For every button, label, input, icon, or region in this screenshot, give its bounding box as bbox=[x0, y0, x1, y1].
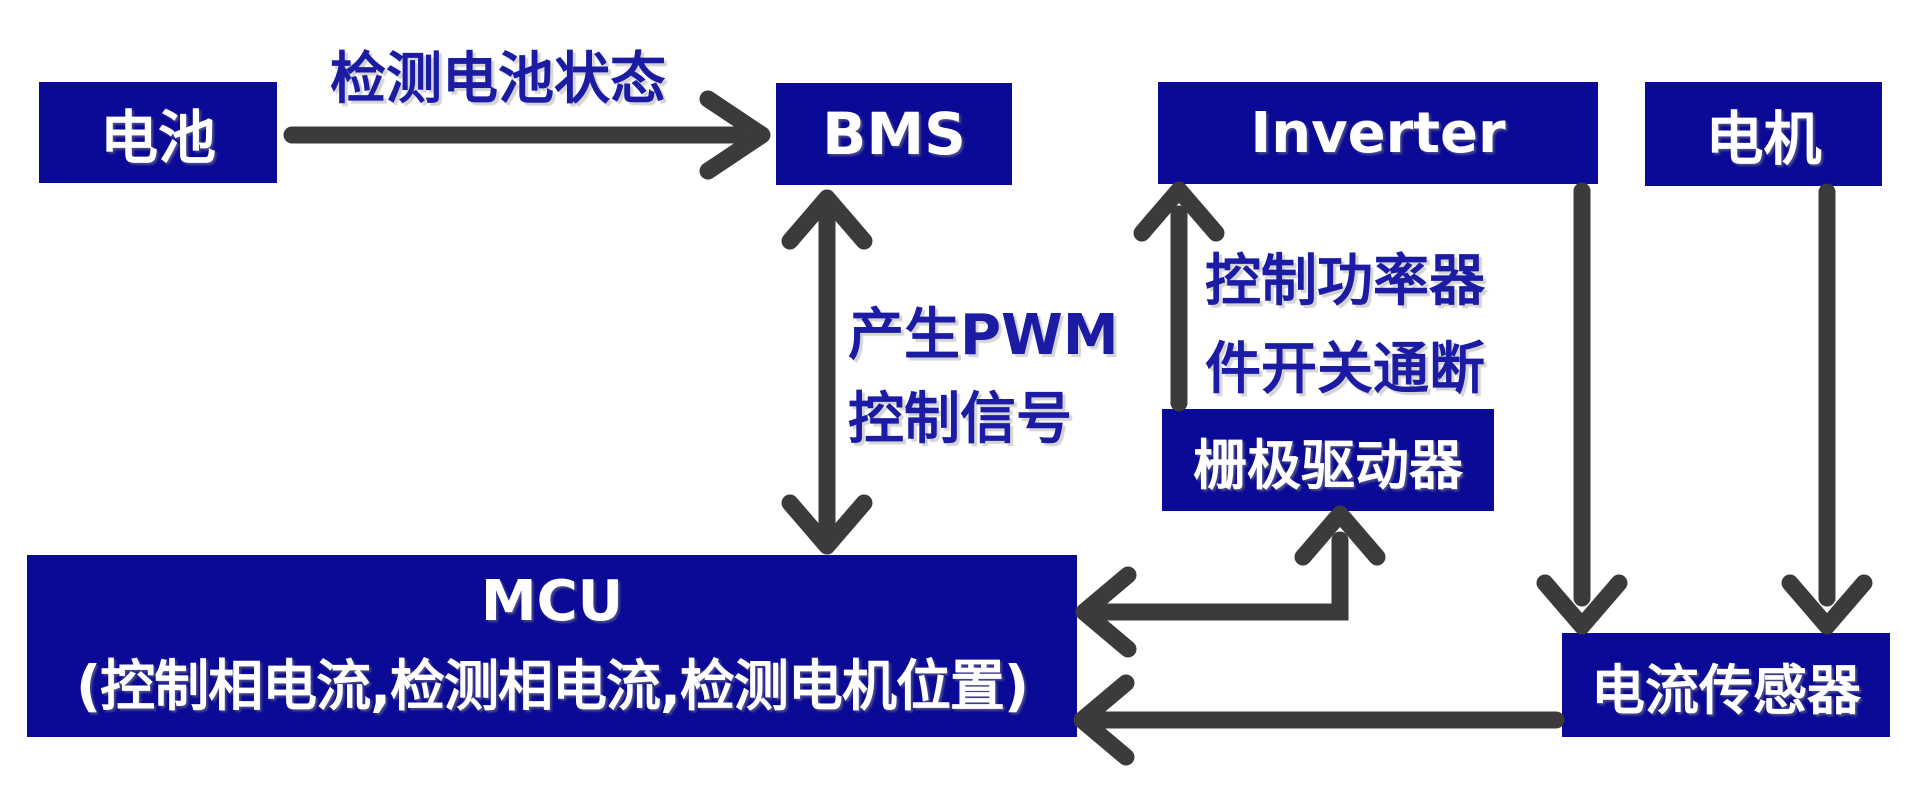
edge-label-bms-mcu: 产生PWM 控制信号 bbox=[848, 294, 1119, 462]
node-motor: 电机 bbox=[1645, 82, 1882, 186]
arrow-sensor-to-mcu bbox=[1073, 674, 1565, 766]
arrow-mcu-gatedriver-bidirectional bbox=[1075, 505, 1386, 658]
arrow-bms-mcu-bidirectional bbox=[781, 189, 873, 555]
node-mcu-subtitle: (控制相电流,检测相电流,检测电机位置) bbox=[75, 654, 1029, 718]
edge-label-bms-mcu-line1: 产生PWM bbox=[848, 303, 1119, 368]
edge-label-gatedriver-inverter-line1: 控制功率器 bbox=[1205, 249, 1485, 314]
arrow-inverter-to-sensor bbox=[1536, 182, 1628, 635]
node-bms-label: BMS bbox=[822, 100, 966, 168]
node-battery-label: 电池 bbox=[99, 103, 216, 172]
arrow-gatedriver-to-inverter bbox=[1133, 181, 1225, 412]
edge-label-battery-bms: 检测电池状态 bbox=[330, 47, 666, 112]
node-mcu-title: MCU bbox=[480, 569, 624, 634]
node-current-sensor: 电流传感器 bbox=[1562, 633, 1890, 737]
node-current-sensor-label: 电流传感器 bbox=[1591, 658, 1861, 722]
node-gate-driver-label: 栅极驱动器 bbox=[1193, 433, 1463, 497]
edge-label-bms-mcu-line2: 控制信号 bbox=[848, 387, 1072, 452]
node-inverter: Inverter bbox=[1158, 82, 1598, 184]
node-bms: BMS bbox=[776, 83, 1012, 185]
edge-label-gatedriver-inverter-line2: 件开关通断 bbox=[1205, 337, 1485, 402]
node-mcu: MCU (控制相电流,检测相电流,检测电机位置) bbox=[27, 555, 1077, 737]
arrow-motor-to-sensor bbox=[1781, 183, 1873, 635]
arrow-battery-to-bms bbox=[283, 90, 771, 180]
node-motor-label: 电机 bbox=[1705, 105, 1822, 173]
edge-label-gatedriver-inverter: 控制功率器 件开关通断 bbox=[1205, 238, 1485, 414]
node-battery: 电池 bbox=[39, 82, 277, 183]
node-gate-driver: 栅极驱动器 bbox=[1162, 409, 1494, 511]
node-inverter-label: Inverter bbox=[1250, 100, 1506, 166]
